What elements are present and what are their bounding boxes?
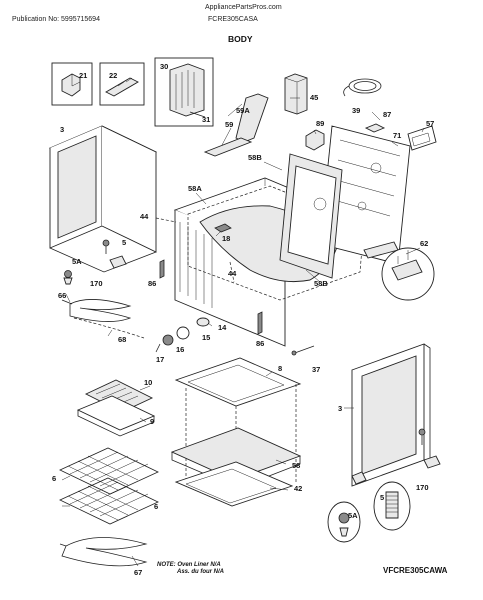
part-39-wire-coil[interactable] — [343, 78, 382, 97]
part-5-screw[interactable] — [102, 239, 110, 254]
part-62-terminal-block[interactable] — [363, 241, 435, 301]
model-number: FCRE305CASA — [208, 16, 258, 23]
part-9-broil-pan[interactable] — [76, 395, 156, 437]
part-86-left-bracket[interactable] — [159, 259, 165, 279]
callout-62: 62 — [420, 239, 428, 248]
callout-170: 170 — [90, 279, 103, 288]
callout-67: 67 — [134, 568, 142, 577]
callout-86-mid: 86 — [256, 339, 264, 348]
part-22-hinge-box[interactable] — [99, 62, 145, 106]
callout-44-top: 44 — [140, 212, 149, 221]
callout-17: 17 — [156, 355, 164, 364]
leader-44-mid — [229, 261, 235, 283]
callout-42: 42 — [294, 484, 302, 493]
callout-58b-top: 58B — [248, 153, 262, 162]
publication-number: Publication No: 5995715694 — [12, 16, 100, 23]
part-14-lamp-socket[interactable] — [196, 317, 210, 327]
callout-6-bottom: 6 — [154, 502, 158, 511]
hinge-detail-parts[interactable] — [327, 428, 441, 543]
callout-86-left: 86 — [148, 279, 156, 288]
part-59-strip[interactable] — [203, 137, 253, 157]
callout-59: 59 — [225, 120, 233, 129]
callout-31: 31 — [202, 115, 210, 124]
part-5a-screw[interactable] — [63, 270, 73, 285]
part-42-drawer-bottom[interactable] — [174, 461, 294, 507]
diagram-code: VFCRE305CAWA — [383, 566, 448, 575]
callout-22: 22 — [109, 71, 117, 80]
callout-89: 89 — [316, 119, 324, 128]
part-58b-rear-insulation-top[interactable] — [279, 153, 343, 279]
callout-45: 45 — [310, 93, 318, 102]
callout-9: 9 — [150, 417, 154, 426]
callout-39: 39 — [352, 106, 360, 115]
part-18-clip[interactable] — [214, 223, 232, 233]
part-8-drawer-top[interactable] — [174, 357, 302, 407]
part-21-bracket-box[interactable] — [51, 62, 93, 106]
callout-58: 58 — [292, 461, 300, 470]
part-3-oven-door-left[interactable] — [48, 125, 158, 273]
callout-3-left: 3 — [60, 125, 64, 134]
part-16-lens[interactable] — [162, 334, 174, 346]
callout-labels: 21 22 30 31 45 39 59A 59 58B 87 71 57 89… — [52, 62, 434, 577]
callout-66: 66 — [58, 291, 66, 300]
callout-37: 37 — [312, 365, 320, 374]
part-15-lamp-cover[interactable] — [176, 326, 190, 340]
leader-lines — [61, 97, 425, 567]
callout-15: 15 — [202, 333, 210, 342]
callout-87: 87 — [383, 110, 391, 119]
part-170-hinge-receptacle[interactable] — [109, 255, 127, 269]
part-45-channel[interactable] — [284, 73, 308, 115]
callout-8: 8 — [278, 364, 282, 373]
part-66-bake-element[interactable] — [61, 299, 145, 339]
callout-58b-mid: 58B — [314, 279, 328, 288]
diagram-title: BODY — [228, 34, 253, 44]
callout-58a: 58A — [188, 184, 202, 193]
part-57-cover[interactable] — [407, 125, 437, 151]
callout-59a: 59A — [236, 106, 250, 115]
part-59a-bracket[interactable] — [235, 93, 269, 143]
callout-5-detail: 5 — [380, 493, 384, 502]
leader-44-top — [155, 217, 177, 223]
callout-10: 10 — [144, 378, 152, 387]
callout-5a: 5A — [72, 257, 82, 266]
callout-21: 21 — [79, 71, 87, 80]
part-6-oven-rack-bottom[interactable] — [59, 477, 159, 525]
part-17-wire[interactable] — [155, 343, 161, 353]
part-30-31-vent-box[interactable] — [154, 57, 214, 127]
site-watermark: AppliancePartsPros.com — [205, 4, 282, 11]
callout-44-mid: 44 — [228, 269, 237, 278]
part-37-wire[interactable] — [291, 345, 315, 356]
callout-30: 30 — [160, 62, 168, 71]
callout-6-top: 6 — [52, 474, 56, 483]
callout-14: 14 — [218, 323, 227, 332]
callout-3-right: 3 — [338, 404, 342, 413]
footer-note: NOTE: Oven Liner N/A Ass. du four N/A — [157, 562, 224, 576]
callout-68: 68 — [118, 335, 126, 344]
note-line-1: NOTE: Oven Liner N/A — [157, 562, 221, 568]
note-line-2: Ass. du four N/A — [177, 569, 225, 575]
callout-170-detail: 170 — [416, 483, 429, 492]
part-3-oven-door-right[interactable] — [351, 343, 431, 487]
callout-5a-detail: 5A — [348, 511, 358, 520]
callout-5: 5 — [122, 238, 126, 247]
callout-57: 57 — [426, 119, 434, 128]
part-87-bracket[interactable] — [364, 123, 386, 133]
callout-18: 18 — [222, 234, 230, 243]
callout-71: 71 — [393, 131, 401, 140]
part-6-oven-rack-top[interactable] — [59, 447, 159, 495]
callout-16: 16 — [176, 345, 184, 354]
part-71-back-panel[interactable] — [319, 125, 411, 265]
part-67-broil-element[interactable] — [59, 537, 148, 567]
part-89-bracket[interactable] — [305, 129, 325, 151]
part-86-mid-bracket[interactable] — [257, 311, 263, 335]
